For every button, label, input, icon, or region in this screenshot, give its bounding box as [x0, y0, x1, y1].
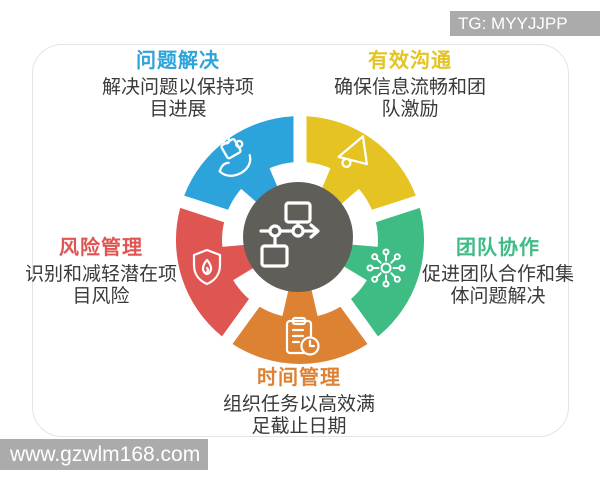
segment-label-problem-solving: 问题解决 解决问题以保持项 目进展: [93, 44, 263, 120]
desc-line: 体问题解决: [450, 285, 546, 307]
segment-desc-effective-communication: 确保信息流畅和团 队激励: [325, 77, 495, 120]
watermark-top-right: TG: MYYJJPP: [450, 11, 600, 36]
segment-title-team-collaboration: 团队协作: [456, 237, 540, 259]
segment-desc-team-collaboration: 促进团队合作和集 体问题解决: [416, 264, 580, 307]
desc-line: 队激励: [381, 98, 439, 120]
desc-line: 解决问题以保持项: [101, 77, 254, 98]
desc-line: 识别和减轻潜在项: [24, 264, 177, 285]
segment-title-risk-management: 风险管理: [59, 237, 143, 259]
segment-label-effective-communication: 有效沟通 确保信息流畅和团 队激励: [325, 44, 495, 120]
desc-line: 促进团队合作和集: [421, 264, 574, 285]
segment-label-risk-management: 风险管理 识别和减轻潜在项 目风险: [20, 231, 182, 307]
segment-label-team-collaboration: 团队协作 促进团队合作和集 体问题解决: [416, 231, 580, 307]
megaphone-icon: [337, 135, 368, 169]
segment-title-effective-communication: 有效沟通: [368, 50, 452, 72]
desc-line: 组织任务以高效满: [222, 394, 375, 415]
segment-arc-risk-management: [175, 207, 249, 337]
segment-title-problem-solving: 问题解决: [136, 50, 220, 72]
segment-arc-problem-solving: [184, 116, 294, 210]
segment-tab-time-management: [282, 286, 318, 321]
shield-flame-icon: [192, 248, 222, 286]
segment-title-time-management: 时间管理: [257, 367, 341, 389]
segment-tab-team-collaboration: [341, 244, 380, 282]
desc-line: 目进展: [149, 98, 207, 120]
desc-line: 确保信息流畅和团: [333, 77, 486, 98]
segment-desc-time-management: 组织任务以高效满 足截止日期: [211, 394, 387, 437]
hand-puzzle-icon: [218, 136, 252, 177]
segment-desc-risk-management: 识别和减轻潜在项 目风险: [20, 264, 182, 307]
watermark-bottom-left: www.gzwlm168.com: [0, 439, 208, 470]
flowchart-icon: [259, 201, 320, 268]
desc-line: 目风险: [72, 285, 130, 307]
segment-desc-problem-solving: 解决问题以保持项 目进展: [93, 77, 263, 120]
segment-label-time-management: 时间管理 组织任务以高效满 足截止日期: [211, 361, 387, 437]
desc-line: 足截止日期: [251, 415, 347, 437]
clipboard-clock-icon: [285, 316, 320, 356]
decorative-rounded-frame: [32, 44, 569, 437]
network-icon: [366, 248, 406, 288]
